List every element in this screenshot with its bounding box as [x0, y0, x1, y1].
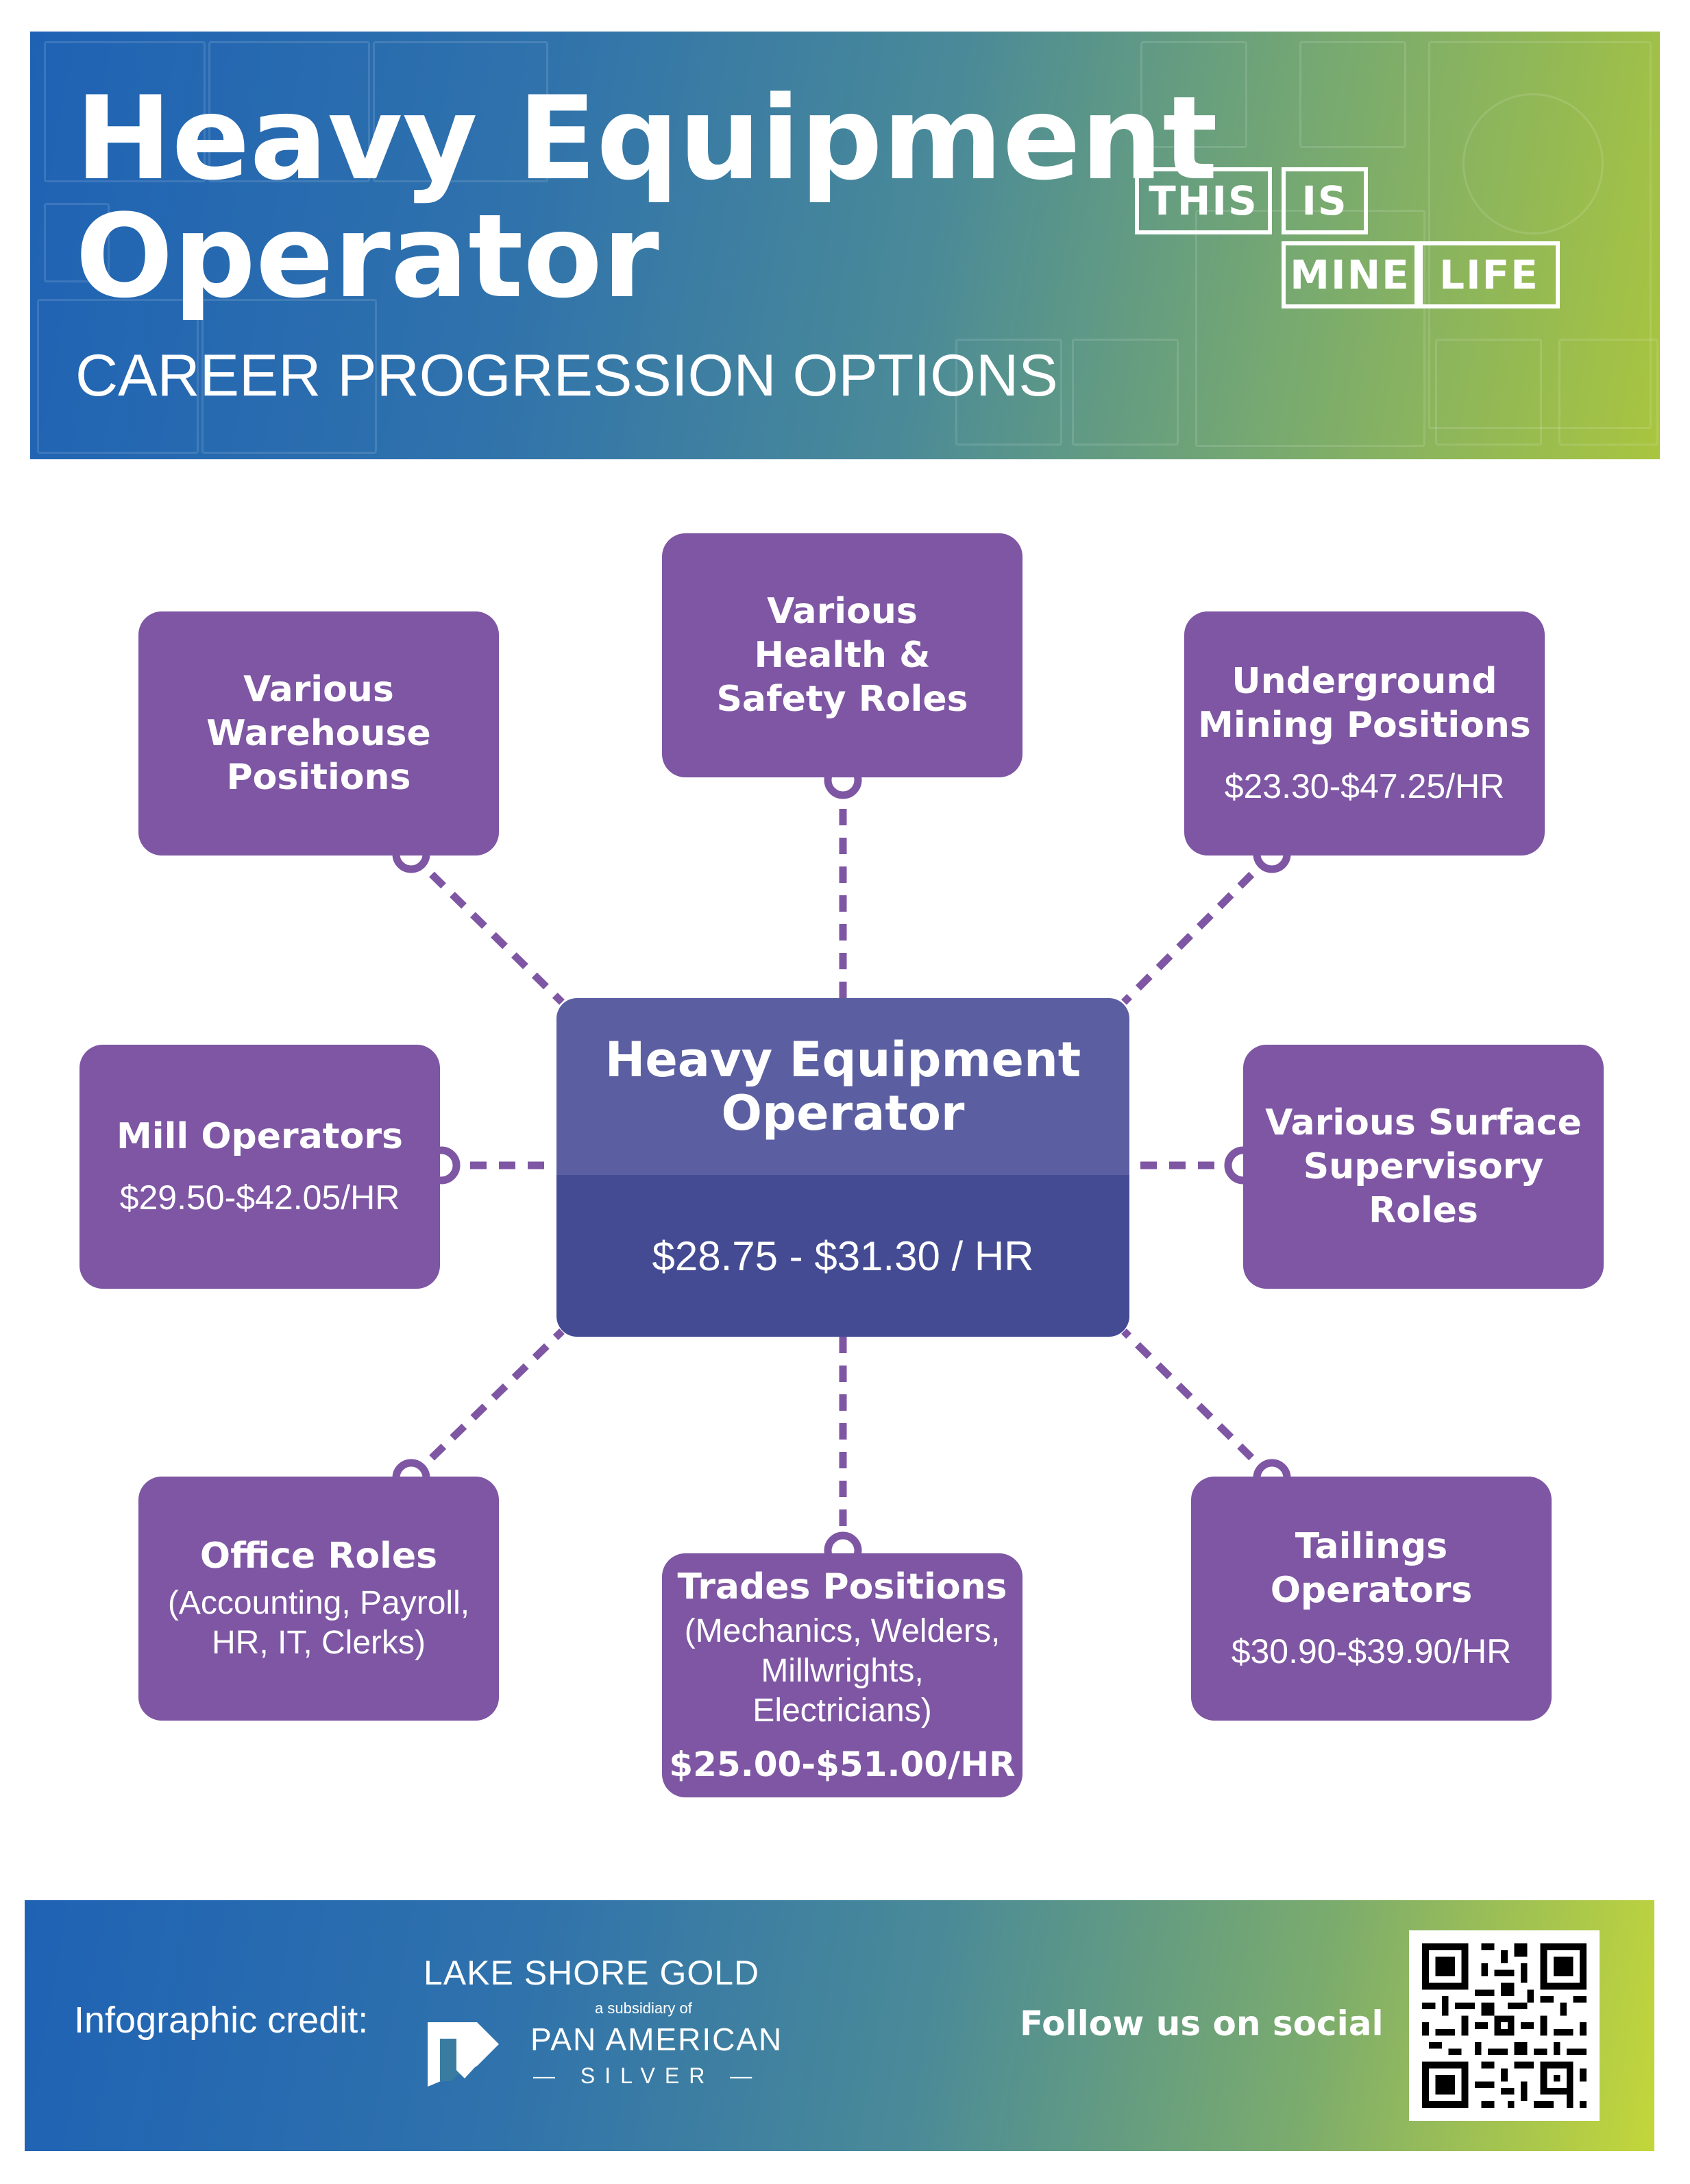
qr-code[interactable] — [1409, 1930, 1600, 2121]
center-node-pay: $28.75 - $31.30 / HR — [556, 1175, 1129, 1337]
node-underground: Underground Mining Positions $23.30-$47.… — [1184, 611, 1545, 856]
node-mill-pay: $29.50-$42.05/HR — [119, 1178, 400, 1217]
node-tailings-line-2: Operators — [1270, 1570, 1473, 1611]
node-warehouse-line-3: Positions — [226, 757, 411, 798]
decorative-tile — [1435, 339, 1542, 446]
parent-brand-sub: — SILVER — — [533, 2063, 762, 2088]
node-health-safety-line-2: Health & — [754, 635, 931, 676]
logo-word-mine: MINE — [1282, 241, 1419, 308]
connector-tailings — [1121, 1328, 1275, 1481]
node-health-safety: Various Health & Safety Roles — [662, 533, 1022, 777]
node-trades-pay: $25.00-$51.00/HR — [669, 1745, 1016, 1784]
node-office-detail-2: HR, IT, Clerks) — [211, 1625, 426, 1661]
node-surface-line-2: Supervisory — [1303, 1146, 1544, 1187]
node-underground-pay: $23.30-$47.25/HR — [1224, 767, 1505, 805]
node-office-title: Office Roles — [199, 1536, 438, 1577]
page-title: Heavy Equipment Operator — [75, 80, 1218, 315]
node-trades-detail-1: (Mechanics, Welders, — [684, 1613, 1001, 1649]
node-tailings-pay: $30.90-$39.90/HR — [1231, 1632, 1512, 1671]
center-node-title-line-1: Heavy Equipment — [604, 1032, 1081, 1088]
brand-subsidiary: a subsidiary of — [595, 2000, 692, 2017]
node-office: Office Roles (Accounting, Payroll, HR, I… — [138, 1477, 499, 1721]
page-subtitle: CAREER PROGRESSION OPTIONS — [75, 343, 1058, 409]
node-warehouse-title: Various Warehouse Positions — [206, 668, 431, 799]
node-warehouse-line-1: Various — [243, 669, 394, 710]
decorative-tile — [208, 41, 370, 182]
decorative-tile — [1299, 41, 1406, 148]
node-tailings: Tailings Operators $30.90-$39.90/HR — [1191, 1477, 1552, 1721]
pan-american-logo-icon — [428, 2022, 499, 2087]
node-office-details: (Accounting, Payroll, HR, IT, Clerks) — [168, 1584, 469, 1663]
parent-brand-name: PAN AMERICAN — [530, 2022, 783, 2057]
node-underground-line-1: Underground — [1232, 661, 1497, 702]
decorative-tile — [1558, 339, 1658, 446]
page-title-line-1: Heavy Equipment — [75, 71, 1218, 206]
decorative-tile — [955, 339, 1062, 446]
connector-underground — [1121, 851, 1275, 1005]
decorative-tile — [201, 299, 377, 454]
node-health-safety-line-3: Safety Roles — [716, 679, 968, 720]
node-surface-line-1: Various Surface — [1265, 1102, 1582, 1143]
center-node-title-line-2: Operator — [721, 1085, 965, 1141]
decorative-tile — [373, 41, 548, 182]
center-node: Heavy Equipment Operator $28.75 - $31.30… — [556, 998, 1129, 1337]
node-underground-line-2: Mining Positions — [1198, 705, 1531, 746]
node-mill-title: Mill Operators — [117, 1116, 403, 1157]
decorative-tile — [1072, 339, 1179, 446]
logo-word-this: THIS — [1135, 167, 1272, 234]
node-surface-title: Various Surface Supervisory Roles — [1265, 1101, 1582, 1233]
center-node-title: Heavy Equipment Operator — [556, 998, 1129, 1175]
connector-warehouse — [408, 851, 565, 1005]
logo-word-is: IS — [1282, 167, 1368, 234]
node-health-safety-title: Various Health & Safety Roles — [716, 590, 968, 721]
footer-banner: Infographic credit: LAKE SHORE GOLD a su… — [25, 1900, 1654, 2151]
node-health-safety-line-1: Various — [767, 591, 918, 632]
node-underground-title: Underground Mining Positions — [1198, 659, 1531, 747]
node-surface-line-3: Roles — [1369, 1190, 1478, 1231]
decorative-circle-icon — [1462, 93, 1604, 234]
node-trades-detail-2: Millwrights, Electricians) — [752, 1653, 932, 1729]
node-trades-title: Trades Positions — [677, 1566, 1007, 1607]
node-tailings-line-1: Tailings — [1295, 1526, 1448, 1567]
logo-word-life: LIFE — [1419, 241, 1560, 308]
connector-office — [408, 1328, 565, 1481]
node-warehouse-line-2: Warehouse — [206, 713, 431, 754]
node-office-detail-1: (Accounting, Payroll, — [167, 1585, 470, 1621]
node-tailings-title: Tailings Operators — [1271, 1525, 1473, 1612]
decorative-tile — [37, 299, 199, 454]
qr-code-icon — [1409, 1930, 1600, 2121]
node-mill: Mill Operators $29.50-$42.05/HR — [79, 1045, 440, 1289]
decorative-tile — [44, 41, 206, 182]
decorative-tile — [44, 203, 110, 282]
decorative-tile — [1140, 41, 1247, 148]
node-warehouse: Various Warehouse Positions — [138, 611, 499, 856]
credit-label: Infographic credit: — [74, 2000, 369, 2041]
node-trades-details: (Mechanics, Welders, Millwrights, Electr… — [676, 1612, 1009, 1731]
header-banner: Heavy Equipment Operator CAREER PROGRESS… — [30, 32, 1660, 459]
decorative-tile — [1195, 210, 1425, 447]
brand-name: LAKE SHORE GOLD — [424, 1954, 760, 1992]
node-trades: Trades Positions (Mechanics, Welders, Mi… — [662, 1553, 1022, 1797]
node-surface: Various Surface Supervisory Roles — [1243, 1045, 1604, 1289]
page-title-line-2: Operator — [75, 189, 659, 324]
follow-social-label: Follow us on social — [1020, 2004, 1384, 2043]
decorative-tile — [1428, 41, 1652, 429]
